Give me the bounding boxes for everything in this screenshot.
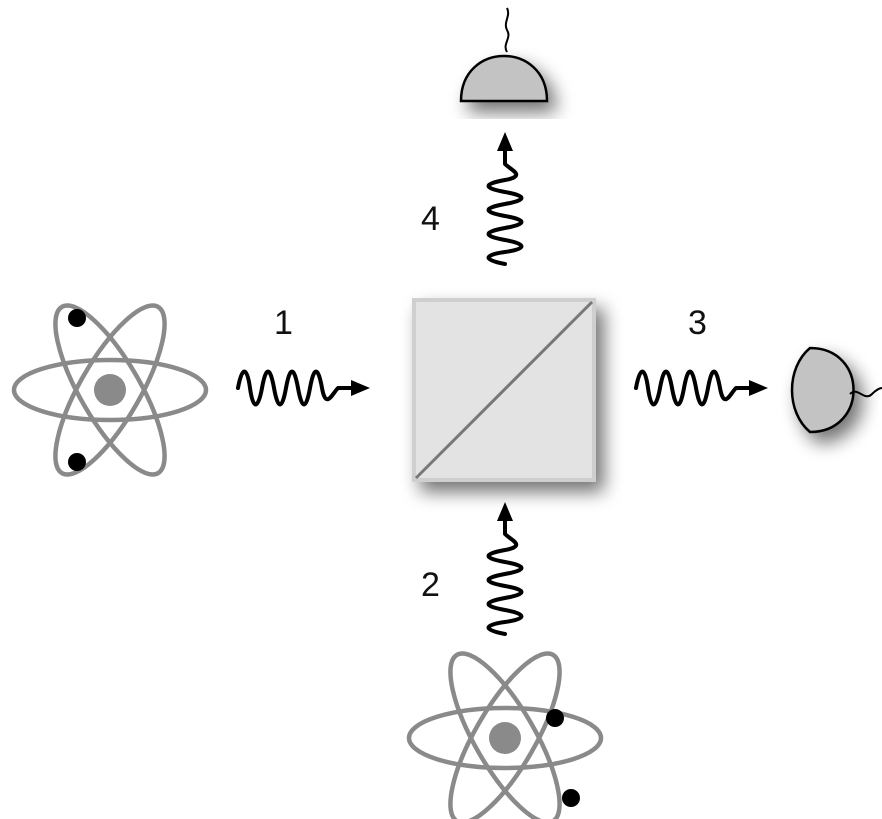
- photon-output-top: [486, 130, 524, 266]
- photon-output-right: [634, 369, 770, 407]
- port-label-2: 2: [421, 566, 440, 604]
- port-label-4: 4: [421, 200, 440, 238]
- photon-input-left: [236, 369, 372, 407]
- atom-source-bottom: [409, 640, 601, 819]
- electron: [546, 709, 564, 727]
- atom-source-left: [14, 292, 206, 488]
- electron: [68, 309, 86, 327]
- port-label-1: 1: [274, 304, 293, 342]
- photodetector-right: [790, 346, 882, 434]
- beam-splitter-diagonal: [414, 300, 594, 480]
- electron: [562, 789, 580, 807]
- photon-input-bottom: [486, 500, 524, 636]
- port-label-3: 3: [688, 304, 707, 342]
- photodetector-top: [459, 7, 549, 103]
- electron: [68, 453, 86, 471]
